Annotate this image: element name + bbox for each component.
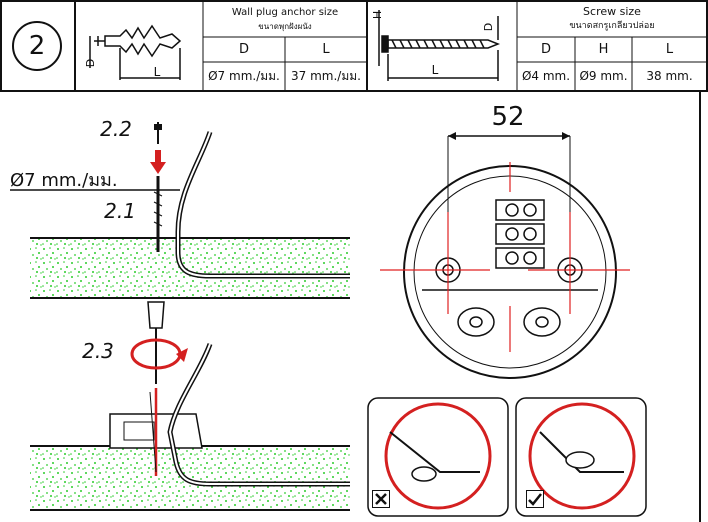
screw-val-h: Ø9 mm. <box>579 68 628 83</box>
step-2-3-label: 2.3 <box>82 339 114 363</box>
wall-plug-col-d: D <box>238 41 249 57</box>
header-frame <box>0 0 708 92</box>
screw-d-label: D <box>481 22 495 32</box>
screw-title-th: ขนาดสกรูเกลียวปล่อย <box>569 21 655 32</box>
screw-val-l: 38 mm. <box>646 68 693 83</box>
wall-plug-title-th: ขนาดพุกฝังผนัง <box>258 21 312 31</box>
screw-diagram <box>378 10 501 81</box>
step-2-2-label: 2.2 <box>100 117 132 141</box>
wall-plug-val-d: Ø7 mm./มม. <box>208 68 280 83</box>
screw-col-l: L <box>665 41 674 57</box>
installation-steps-diagram <box>10 122 350 511</box>
plug-d-label: D <box>83 58 97 68</box>
check-mark-icon <box>526 490 544 508</box>
screw-col-d: D <box>540 41 551 57</box>
wall-plug-val-l: 37 mm./มม. <box>291 68 361 83</box>
spacing-label: 52 <box>491 101 525 132</box>
drill-size-label: Ø7 mm./มม. <box>10 170 118 192</box>
screw-l-label: L <box>431 63 439 78</box>
cross-mark-icon <box>372 490 390 508</box>
wall-plug-col-l: L <box>322 41 330 57</box>
step-number: 2 <box>28 30 46 61</box>
base-layout-diagram <box>367 92 701 522</box>
screw-h-label: H <box>370 10 384 20</box>
step-2-1-label: 2.1 <box>104 199 136 223</box>
wall-plug-anchor-diagram <box>89 24 182 80</box>
screw-title: Screw size <box>583 4 641 18</box>
wall-plug-title: Wall plug anchor size <box>231 6 339 18</box>
screw-val-d: Ø4 mm. <box>521 68 571 83</box>
plug-l-label: L <box>153 65 161 80</box>
screw-col-h: H <box>598 41 609 57</box>
